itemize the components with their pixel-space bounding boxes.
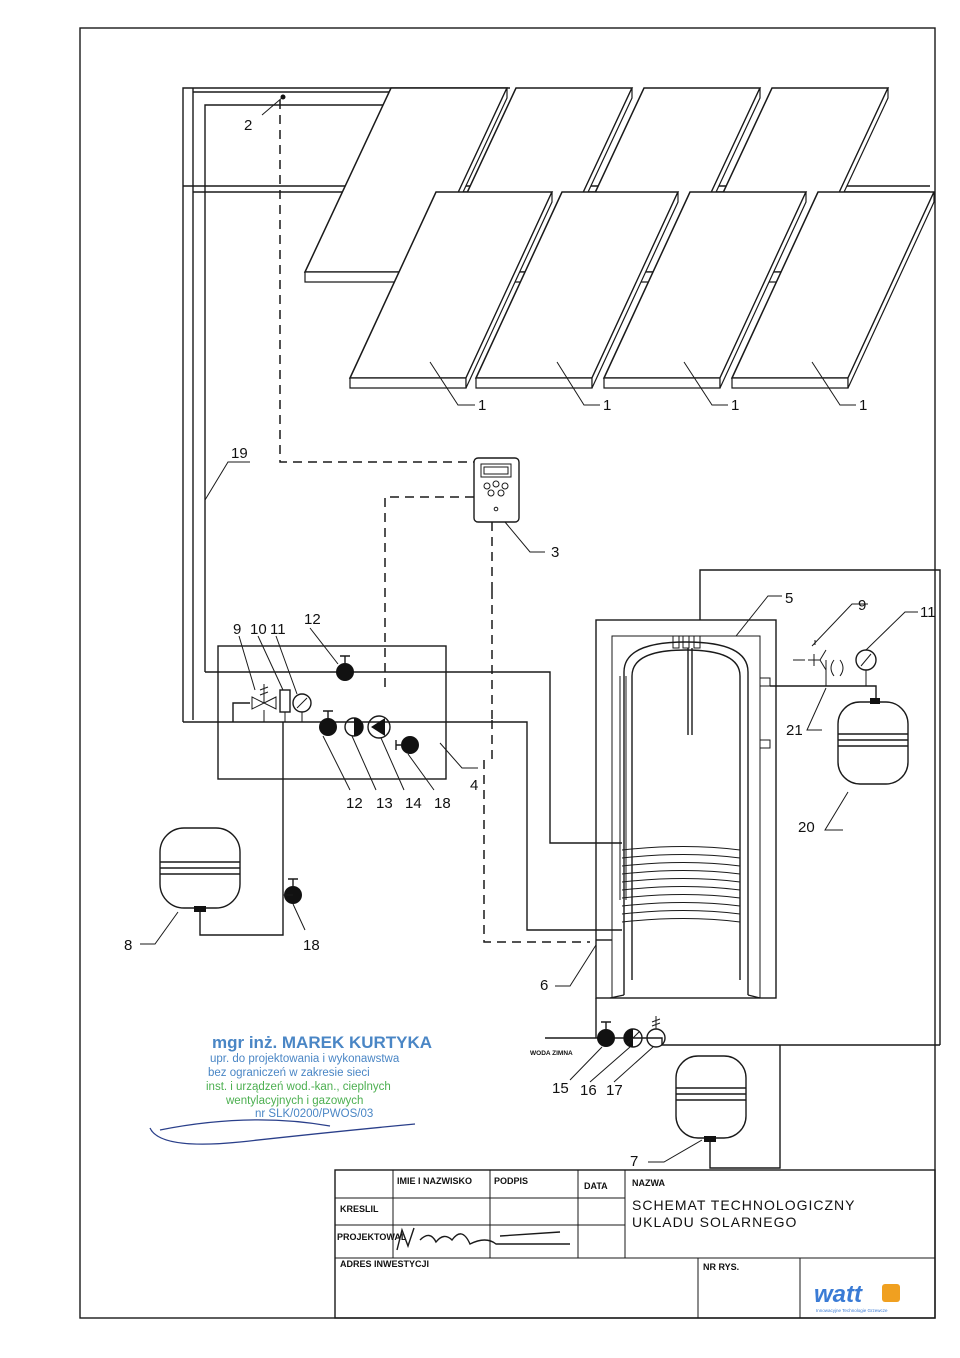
company-logo: watt Innowacyjne Technologie Grzewcze: [814, 1281, 900, 1313]
solar-collector-panel: [730, 191, 936, 389]
callout-16: 16: [580, 1082, 597, 1099]
solar-controller: [473, 457, 520, 523]
station-callout-leaders: [238, 627, 478, 791]
callout-6: 6: [540, 977, 548, 994]
stamp-line: inst. i urządzeń wod.-kan., cieplnych: [206, 1081, 391, 1093]
callout-5-leader: [735, 595, 782, 637]
callout-12: 12: [304, 611, 321, 628]
callout-17: 17: [606, 1082, 623, 1099]
hot-water-storage-tank: [595, 619, 777, 999]
stamp-line: wentylacyjnych i gazowych: [225, 1095, 363, 1107]
logo-mark: [882, 1284, 900, 1302]
drawing-title-line2: UKLADU SOLARNEGO: [632, 1214, 797, 1230]
callout-11-leader: [865, 611, 918, 651]
callout-18: 18: [303, 937, 320, 954]
designer-stamp: mgr inż. MAREK KURTYKA upr. do projektow…: [206, 1033, 432, 1120]
address-label: ADRES INWESTYCJI: [340, 1259, 429, 1269]
stamp-line: bez ograniczeń w zakresie sieci: [208, 1067, 370, 1079]
stamp-line: upr. do projektowania i wykonawstwa: [210, 1053, 400, 1065]
callout-1: 1: [603, 397, 611, 414]
callout-20-leader: [824, 791, 849, 831]
callout-11: 11: [270, 621, 286, 638]
callout-9: 9: [858, 597, 866, 614]
row-label-designed: PROJEKTOWAL: [337, 1232, 407, 1242]
callout-19: 19: [231, 445, 248, 462]
stamp-line: nr SLK/0200/PWOS/03: [255, 1108, 373, 1120]
callout-18: 18: [434, 795, 451, 812]
column-header-signature: PODPIS: [494, 1176, 528, 1186]
callout-3: 3: [551, 544, 559, 561]
dhw-expansion-group: [770, 640, 909, 785]
sensor-cables: [261, 94, 590, 943]
callout-11: 11: [920, 604, 936, 621]
title-block: [334, 1169, 936, 1319]
callout-12: 12: [346, 795, 363, 812]
callout-15: 15: [552, 1080, 569, 1097]
solar-collector-panel: [348, 191, 554, 389]
callout-5: 5: [785, 590, 793, 607]
column-header-date: DATA: [584, 1181, 608, 1191]
callout-3-leader: [504, 521, 545, 553]
callout-1-leaders: [429, 361, 856, 406]
cold-water-label: WODA ZIMNA: [530, 1050, 573, 1057]
stamp-name: mgr inż. MAREK KURTYKA: [212, 1033, 432, 1052]
logo-text: watt: [814, 1281, 863, 1308]
callout-8: 8: [124, 937, 132, 954]
name-label: NAZWA: [632, 1178, 665, 1188]
callout-13: 13: [376, 795, 393, 812]
callout-8-leader: [140, 911, 179, 945]
drawing-title-line1: SCHEMAT TECHNOLOGICZNY: [632, 1197, 855, 1213]
callout-19-leader: [204, 461, 250, 501]
callout-21: 21: [786, 722, 803, 739]
cold-water-inlet: [545, 998, 940, 1169]
dhw-pipe: [699, 569, 941, 1045]
solar-collectors: [303, 87, 936, 389]
inlet-callout-leaders: [569, 1046, 703, 1163]
callout-9-leader: [811, 603, 868, 647]
callout-2: 2: [244, 117, 252, 134]
callout-20: 20: [798, 819, 815, 836]
drawing-number-label: NR RYS.: [703, 1262, 739, 1272]
callout-6-leader: [555, 944, 597, 987]
callout-1: 1: [478, 397, 486, 414]
logo-tagline: Innowacyjne Technologie Grzewcze: [816, 1308, 888, 1313]
callout-4: 4: [470, 777, 478, 794]
callout-1: 1: [859, 397, 867, 414]
callout-1: 1: [731, 397, 739, 414]
callout-7: 7: [630, 1153, 638, 1170]
solar-expansion-vessel: [159, 722, 302, 936]
designer-signature: [396, 1227, 570, 1251]
callout-9: 9: [233, 621, 241, 638]
callout-10: 10: [250, 621, 267, 638]
row-label-drew: KRESLIL: [340, 1204, 379, 1214]
callout-14: 14: [405, 795, 422, 812]
stamp-signature: [149, 1119, 416, 1145]
callout-18-leader: [292, 903, 306, 931]
column-header-name: IMIE I NAZWISKO: [397, 1176, 472, 1186]
solar-collector-panel: [602, 191, 808, 389]
callout-21-leader: [806, 687, 827, 731]
pump-station: [183, 645, 596, 931]
solar-collector-panel: [474, 191, 680, 389]
